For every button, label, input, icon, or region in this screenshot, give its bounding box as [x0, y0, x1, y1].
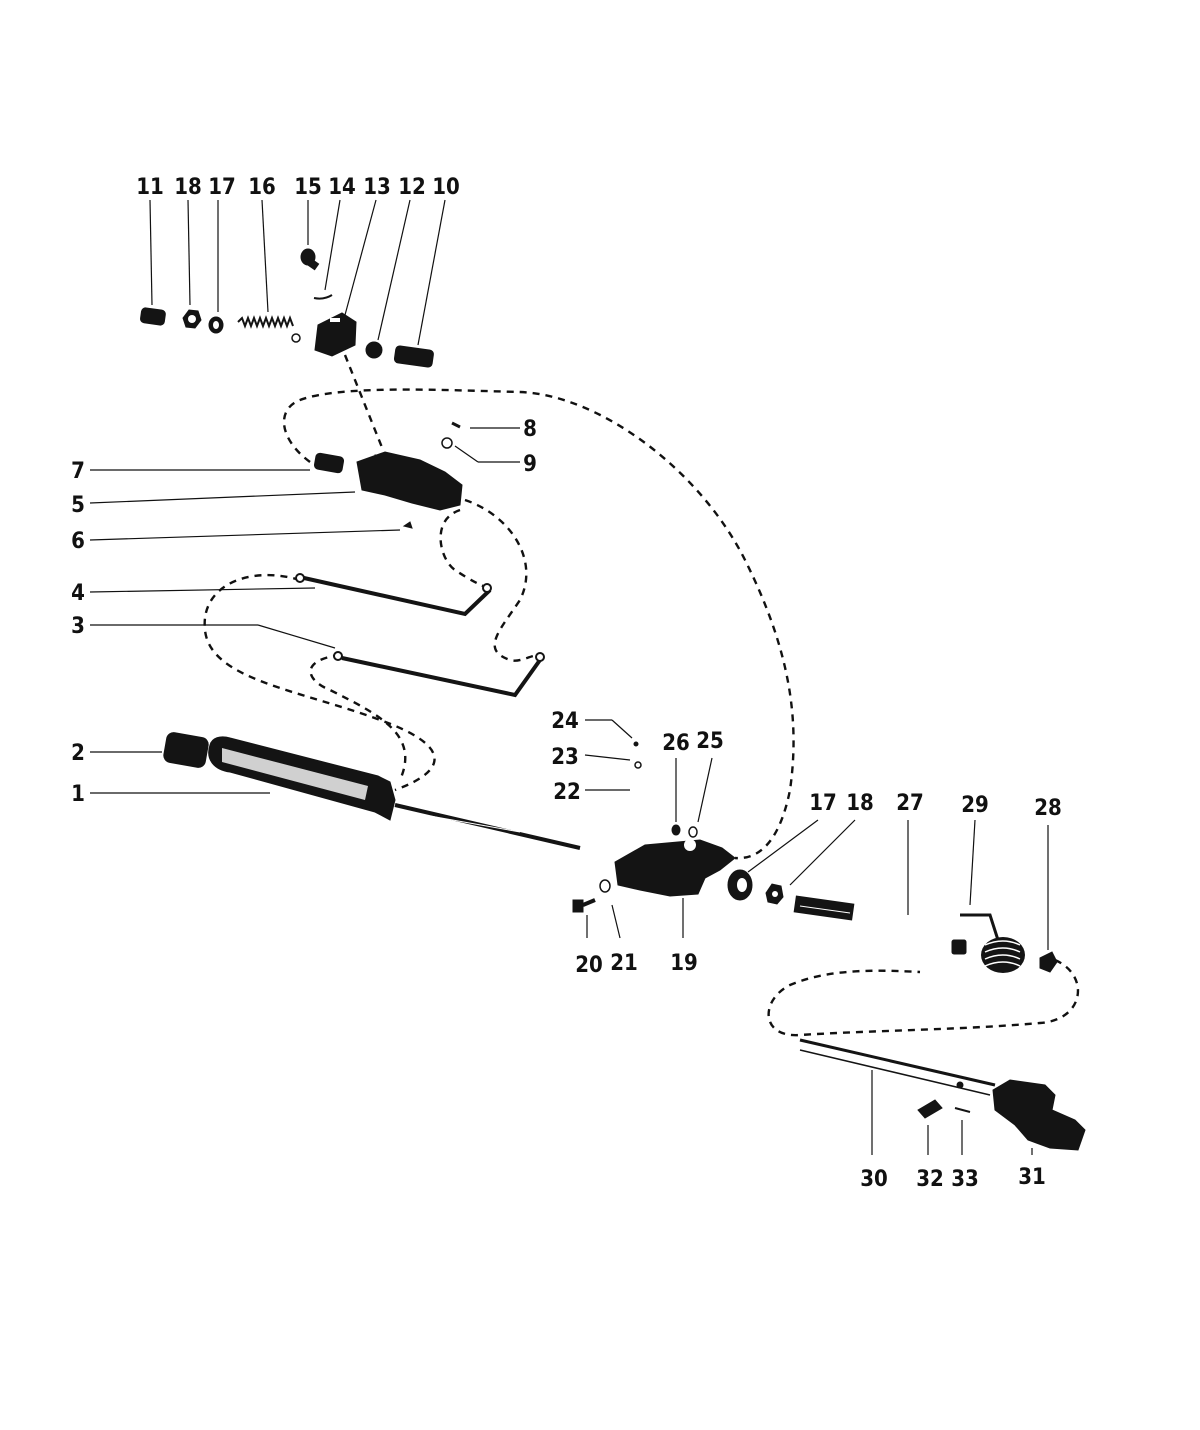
label-9: 9: [523, 452, 537, 477]
part-29-nut: [951, 939, 967, 955]
label-25: 25: [696, 729, 724, 754]
part-12-collar: [365, 341, 383, 359]
part-10-sleeve: [393, 345, 434, 368]
label-7: 7: [71, 459, 85, 484]
part-13-block: [314, 312, 357, 357]
dashed-guide-5-to-4: [439, 508, 489, 590]
label-1: 1: [71, 782, 85, 807]
label-16: 16: [248, 175, 276, 200]
label-30: 30: [860, 1167, 888, 1192]
part-6-screw: [402, 521, 413, 529]
part-20-bolt: [572, 898, 596, 913]
label-23: 23: [551, 745, 579, 770]
leader-lines: [89, 199, 1049, 1155]
part-2-cap: [163, 732, 209, 768]
label-15: 15: [294, 175, 322, 200]
label-27: 27: [896, 791, 924, 816]
label-17-top: 17: [208, 175, 236, 200]
label-6: 6: [71, 529, 85, 554]
dashed-guide-3-loop: [309, 653, 407, 781]
label-28: 28: [1034, 796, 1062, 821]
part-30-rod: [799, 1038, 996, 1096]
part-23-washer: [634, 761, 642, 769]
part-21-washer: [599, 879, 611, 893]
label-10: 10: [432, 175, 460, 200]
label-21: 21: [610, 951, 638, 976]
dashed-guide-4-to-1: [203, 573, 436, 792]
dashed-guide-30-to-28: [767, 958, 1080, 1037]
label-2: 2: [71, 741, 85, 766]
part-4-cable: [303, 576, 492, 617]
label-22: 22: [553, 780, 581, 805]
part-8-screw: [451, 421, 461, 429]
label-24: 24: [551, 709, 579, 734]
label-11: 11: [136, 175, 164, 200]
part-number-labels: 11 18 17 16 15 14 13 12 10 8 9 7 5 6 4 3…: [71, 175, 1062, 1192]
part-24-pin: [633, 741, 639, 747]
label-31: 31: [1018, 1165, 1046, 1190]
label-8: 8: [523, 417, 537, 442]
label-18-lower: 18: [846, 791, 874, 816]
part-28-clamp: [1039, 951, 1058, 973]
part-31-handle: [992, 1079, 1086, 1151]
label-4: 4: [71, 581, 85, 606]
label-29: 29: [961, 793, 989, 818]
part-26-nut: [671, 824, 681, 836]
label-12: 12: [398, 175, 426, 200]
part-9-washer: [441, 437, 453, 449]
part-33-pin: [954, 1107, 971, 1113]
label-20: 20: [575, 953, 603, 978]
part-1-handle: [208, 736, 581, 850]
label-5: 5: [71, 493, 85, 518]
part-32-pin: [917, 1099, 943, 1119]
label-33: 33: [951, 1167, 979, 1192]
part-7-plug: [313, 452, 345, 474]
part-11-bushing: [140, 307, 166, 326]
label-32: 32: [916, 1167, 944, 1192]
label-13: 13: [363, 175, 391, 200]
part-29-torsion-spring: [960, 913, 1025, 973]
label-19: 19: [670, 951, 698, 976]
part-27-shaft: [793, 895, 855, 921]
label-14: 14: [328, 175, 356, 200]
part-16-spring: [237, 315, 294, 329]
part-25-washer: [688, 826, 698, 838]
dashed-guide-13-to-5: [343, 354, 385, 451]
label-18-top: 18: [174, 175, 202, 200]
part-15-screw: [300, 248, 320, 271]
dashed-guide-5-to-3: [464, 498, 541, 662]
label-3: 3: [71, 614, 85, 639]
part-14-clip: [313, 294, 333, 300]
dashed-guide-7-loop: [282, 388, 795, 860]
label-26: 26: [662, 731, 690, 756]
part-19-bracket: [614, 839, 736, 897]
part-3-cable: [341, 656, 542, 698]
part-5-housing: [356, 451, 463, 511]
label-17-lower: 17: [809, 791, 837, 816]
